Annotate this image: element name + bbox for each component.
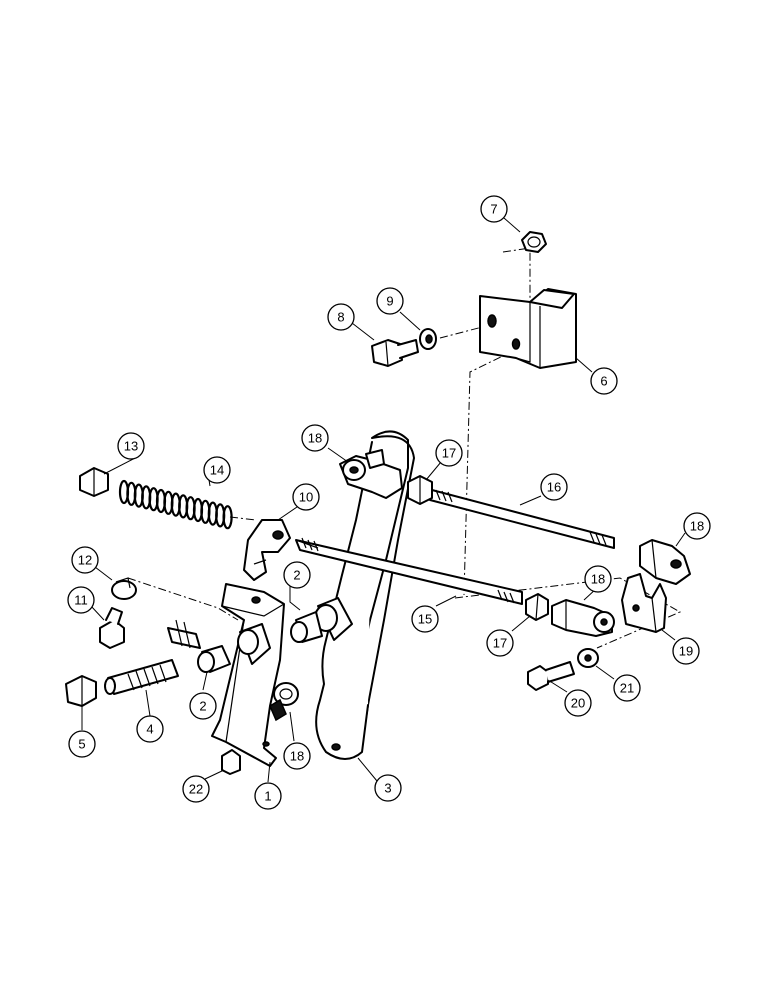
svg-text:9: 9 — [386, 294, 393, 309]
svg-text:19: 19 — [679, 644, 693, 659]
washer-part-12 — [111, 577, 137, 600]
pivot-shaft — [167, 619, 201, 649]
svg-text:18: 18 — [290, 749, 304, 764]
svg-text:2: 2 — [199, 699, 206, 714]
nut-part-7 — [521, 231, 547, 253]
nut-part-13 — [79, 467, 109, 497]
callout-18a: 18 — [301, 424, 329, 452]
lever-part-3 — [315, 430, 415, 760]
washer-part-9 — [419, 328, 437, 350]
rod-end-part-18-right — [639, 539, 691, 585]
callout-7: 7 — [480, 195, 508, 223]
callout-21: 21 — [613, 674, 641, 702]
callout-1: 1 — [254, 782, 282, 810]
svg-text:2: 2 — [293, 568, 300, 583]
spring-part-14 — [118, 479, 233, 530]
svg-text:20: 20 — [571, 696, 585, 711]
svg-text:4: 4 — [146, 722, 153, 737]
svg-text:10: 10 — [299, 490, 313, 505]
callout-9: 9 — [376, 287, 404, 315]
callout-5: 5 — [68, 730, 96, 758]
callout-17a: 17 — [435, 439, 463, 467]
rod-part-16 — [429, 489, 615, 549]
svg-text:18: 18 — [308, 431, 322, 446]
nut-part-22 — [221, 749, 241, 775]
bolt-part-11 — [99, 607, 125, 649]
svg-text:13: 13 — [124, 439, 138, 454]
svg-text:18: 18 — [591, 572, 605, 587]
ball-joint-part-10 — [243, 519, 291, 581]
svg-text:8: 8 — [337, 310, 344, 325]
callout-14: 14 — [203, 456, 231, 484]
svg-text:15: 15 — [418, 612, 432, 627]
clevis-part-19 — [621, 573, 667, 633]
svg-text:11: 11 — [74, 593, 88, 608]
u-bracket-part-6 — [479, 288, 577, 369]
callout-8: 8 — [327, 303, 355, 331]
svg-text:5: 5 — [78, 737, 85, 752]
callout-3: 3 — [374, 774, 402, 802]
rod-end-part-18-top — [339, 449, 403, 499]
callout-2b: 2 — [283, 561, 311, 589]
svg-text:7: 7 — [490, 202, 497, 217]
svg-text:17: 17 — [442, 446, 456, 461]
rod-part-15 — [295, 537, 523, 605]
rod-end-part-18-mid — [551, 599, 615, 637]
callout-11: 11 — [67, 586, 95, 614]
callout-18d: 18 — [283, 742, 311, 770]
callout-15: 15 — [411, 605, 439, 633]
washer-part-21 — [577, 648, 599, 668]
callout-20: 20 — [564, 689, 592, 717]
callout-10: 10 — [292, 483, 320, 511]
bushing-part-2-lower — [197, 645, 231, 673]
svg-text:12: 12 — [78, 553, 92, 568]
callout-19: 19 — [672, 637, 700, 665]
callout-17b: 17 — [486, 629, 514, 657]
spring-coil — [222, 505, 233, 530]
svg-text:3: 3 — [384, 781, 391, 796]
nut-part-5 — [65, 675, 97, 707]
nut-part-17-upper — [407, 475, 433, 505]
svg-text:17: 17 — [493, 636, 507, 651]
svg-text:6: 6 — [600, 374, 607, 389]
callout-22: 22 — [182, 775, 210, 803]
svg-text:16: 16 — [547, 480, 561, 495]
bushing-pair — [237, 597, 353, 665]
callout-2a: 2 — [189, 692, 217, 720]
svg-text:1: 1 — [264, 789, 271, 804]
callout-6: 6 — [590, 367, 618, 395]
callout-12: 12 — [71, 546, 99, 574]
svg-text:14: 14 — [210, 463, 224, 478]
callout-18c: 18 — [584, 565, 612, 593]
svg-text:22: 22 — [189, 782, 203, 797]
callout-4: 4 — [136, 715, 164, 743]
svg-text:21: 21 — [620, 681, 634, 696]
callout-18b: 18 — [683, 512, 711, 540]
callout-16: 16 — [540, 473, 568, 501]
nut-part-17-lower — [525, 593, 549, 621]
callout-13: 13 — [117, 432, 145, 460]
bolt-part-20 — [527, 661, 575, 691]
svg-text:18: 18 — [690, 519, 704, 534]
pin-part-4 — [104, 659, 179, 695]
rod-end-part-18-low — [269, 682, 299, 722]
bolt-part-8 — [371, 339, 419, 367]
